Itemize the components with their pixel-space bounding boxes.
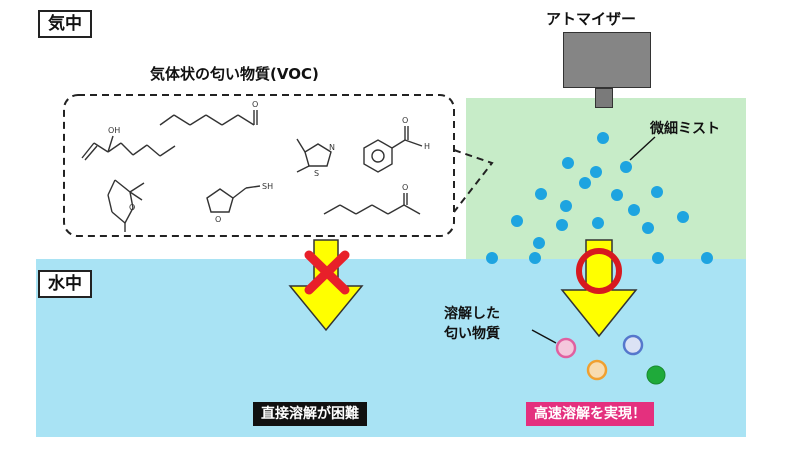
atom-o-benz: O [402,116,408,125]
atom-o-ether: O [129,203,135,212]
mist-label: 微細ミスト [650,121,720,137]
water-label: 水中 [38,270,92,298]
air-label: 気中 [38,10,92,38]
atom-h: H [424,142,430,151]
dissolved-label-line1: 溶解した [444,306,500,322]
dissolved-label: 溶解した 匂い物質 [444,304,500,344]
success-badge: 高速溶解を実現！ [526,402,654,426]
voc-frame [63,94,494,237]
mist-droplets [486,132,713,264]
fail-badge: 直接溶解が困難 [253,402,367,426]
voc-title: 気体状の匂い物質(VOC) [150,65,319,83]
molecule-bicyclic [107,179,145,232]
atom-o-furan: O [215,215,221,224]
mist-pointer [629,136,656,161]
dissolved-particle-blue [622,334,644,356]
mist-zone [466,98,746,259]
molecule-octenol [81,135,176,161]
molecule-heptanal [159,110,258,126]
atom-sh: SH [262,182,273,191]
atomizer-body [563,32,651,88]
atom-o-aldehyde: O [252,100,258,109]
dissolved-particle-orange [586,359,608,381]
cross-mark [304,250,350,295]
dissolved-particle-pink [555,337,577,359]
atomizer-nozzle [595,88,613,108]
molecule-thiazole [296,138,332,173]
dissolved-label-line2: 匂い物質 [444,326,500,342]
dissolved-particle-green [646,365,666,385]
atom-o-ketone: O [402,183,408,192]
direct-dissolution-arrow [288,239,364,332]
molecule-furan [206,185,261,213]
atom-n: N [329,143,335,152]
molecule-heptanone [323,193,421,215]
molecule-benzaldehyde [363,126,423,173]
atom-s: S [314,169,319,178]
circle-mark [576,248,622,294]
atom-oh: OH [108,126,120,135]
dissolved-pointer [531,329,557,344]
atomizer-label: アトマイザー [546,10,637,28]
